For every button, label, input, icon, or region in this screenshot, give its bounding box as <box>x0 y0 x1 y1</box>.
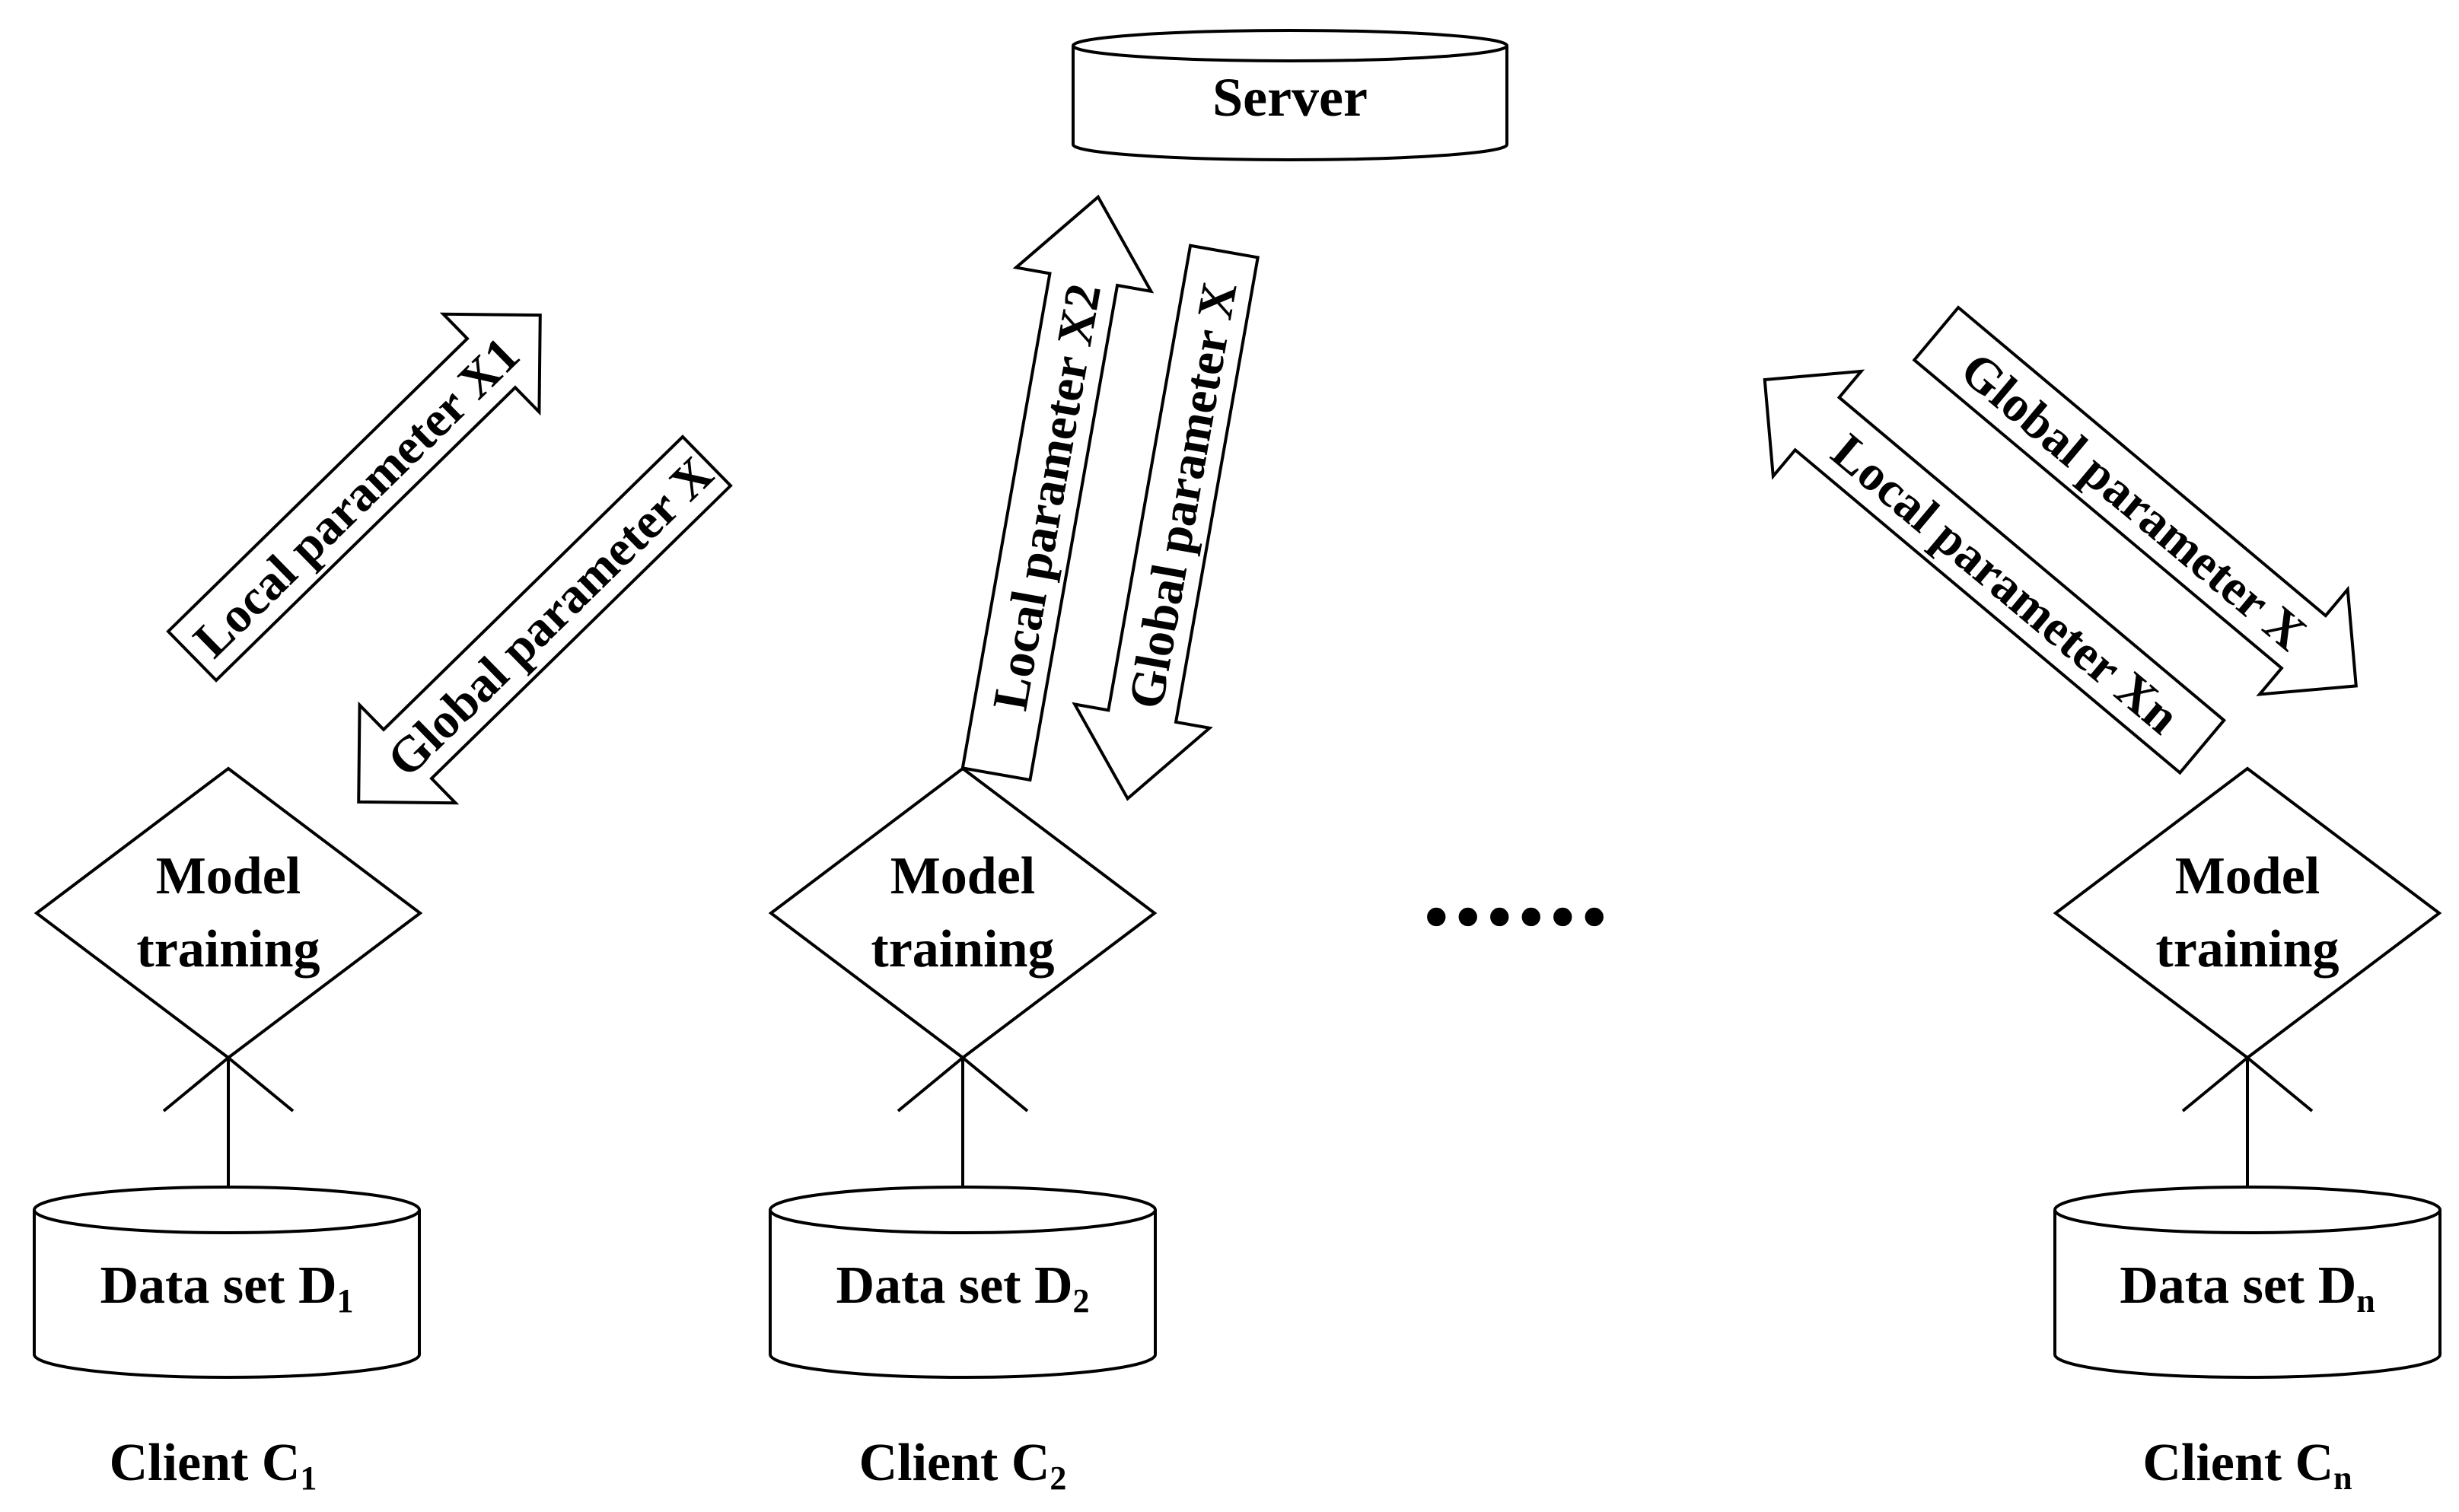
client1-download-label: Global parameter X <box>377 446 724 788</box>
clientn-dataset-label: Data set Dn <box>2120 1256 2375 1319</box>
client2-dataset: Data set D2 <box>769 1186 1157 1379</box>
client1-model-label-line2: training <box>136 920 320 979</box>
clientn-group: Model training Data set Dn Client Cn <box>2053 766 2442 1497</box>
client1-dataset-label: Data set D1 <box>100 1256 353 1319</box>
client2-model-label-line1: Model <box>890 847 1036 906</box>
client1-group: Model training Data set D1 Client C1 <box>33 766 423 1497</box>
clientn-connector <box>2181 1056 2314 1187</box>
server-node: Server <box>1072 29 1508 161</box>
client1-model-training: Model training <box>33 766 423 1060</box>
clientn-model-label-line1: Model <box>2175 847 2320 906</box>
client1-label: Client C1 <box>110 1434 317 1497</box>
more-clients-ellipsis: ...... <box>1422 823 1612 950</box>
client2-model-label-line2: training <box>871 920 1054 979</box>
clientn-model-training: Model training <box>2053 766 2442 1060</box>
client2-connector <box>897 1056 1029 1187</box>
client2-dataset-label: Data set D2 <box>836 1256 1089 1319</box>
clientn-label: Client Cn <box>2142 1434 2352 1497</box>
client2-group: Model training Data set D2 Client C2 <box>768 766 1158 1497</box>
client2-upload-label: Local parameter X2 <box>983 280 1112 715</box>
client1-dataset: Data set D1 <box>33 1186 421 1379</box>
client1-model-label-line1: Model <box>156 847 301 906</box>
server-label: Server <box>1212 67 1368 128</box>
client2-download-label: Global parameter X <box>1118 278 1247 712</box>
clientn-dataset: Data set Dn <box>2053 1186 2441 1379</box>
client1-upload-label: Local parameter X1 <box>183 326 530 668</box>
client1-connector <box>162 1056 295 1187</box>
client2-model-training: Model training <box>768 766 1158 1060</box>
client2-label: Client C2 <box>859 1434 1067 1497</box>
clientn-model-label-line2: training <box>2155 920 2339 979</box>
